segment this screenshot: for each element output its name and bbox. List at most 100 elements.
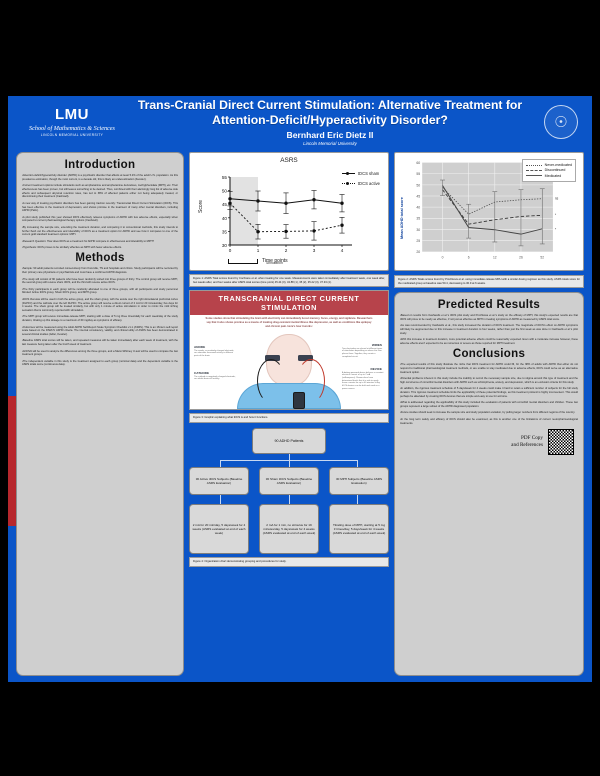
logo-school-text: School of Mathematics & Sciences — [29, 125, 115, 133]
methods-bullet: •tDCS that was still be used in both the… — [22, 297, 178, 313]
cathode-desc: The cathode is negatively charged electr… — [194, 375, 236, 381]
svg-text:12: 12 — [493, 255, 497, 259]
logo-subtitle-text: LINCOLN MEMORIAL UNIVERSITY — [40, 133, 104, 138]
flow-root-node: 90 ADHD Patients — [252, 427, 326, 454]
legend-label: Discontinued — [544, 168, 566, 173]
anode-label: ANODE — [194, 344, 206, 349]
poster-body: Introduction •Attention-deficit/hyperact… — [8, 148, 592, 682]
methods-bullet: •Outcomes will be measured using the Adu… — [22, 325, 178, 337]
tdcs-lead-text: Some studies show that stimulating the b… — [205, 317, 373, 328]
svg-text:40: 40 — [416, 206, 420, 210]
stimulation-note: Stimulation — [266, 261, 283, 265]
methods-bullet: •The MPH group will receive immediate-re… — [22, 315, 178, 323]
conclusions-heading: Conclusions — [452, 348, 526, 361]
svg-text:35: 35 — [416, 217, 420, 221]
conclusion-bullet: •The expected results of this study illu… — [400, 363, 578, 374]
red-accent-bar — [8, 396, 16, 526]
flow-node-sham-protocol: 2 mA for 1 min, no stimulus for 19 minut… — [259, 503, 319, 554]
wires-label: WIRES — [371, 342, 382, 347]
svg-text:0: 0 — [229, 248, 232, 253]
svg-text:3: 3 — [313, 248, 316, 253]
introduction-heading: Introduction — [64, 159, 136, 171]
result-bullet: •Based on results from Cashwells et al.'… — [400, 314, 578, 322]
tdcs-device-icon — [293, 391, 305, 409]
chart2-legend: Never-medicated Discontinued Medicated — [521, 159, 576, 182]
svg-text:45: 45 — [416, 194, 420, 198]
svg-text:35: 35 — [222, 229, 228, 234]
methods-bullet: •The independent variable in this study … — [22, 359, 178, 367]
qr-code-icon[interactable] — [548, 428, 574, 455]
flow-node-active-tdcs: 30 Active tDCS Subjects (Baseline ASRS E… — [189, 466, 249, 495]
poster-title: Trans-Cranial Direct Current Stimulation… — [137, 98, 523, 127]
chart1-legend: tDCS sham tDCS active — [341, 171, 380, 191]
flow-mid-row: 30 Active tDCS Subjects (Baseline ASRS E… — [189, 466, 389, 495]
svg-text:1: 1 — [257, 248, 260, 253]
flow-node-active-protocol: 2 mA for 20 min/day, 5 days/week for 4 w… — [189, 503, 249, 554]
figure3-caption: Figure 3: Graphic explaining what tDCS i… — [189, 413, 389, 423]
svg-text:50: 50 — [416, 183, 420, 187]
conclusion-bullet: •Potential problems inherent in this stu… — [400, 377, 578, 385]
qr-label-line2: and References — [511, 441, 543, 448]
tdcs-illustration: ANODE The anode, or positively-charged e… — [190, 331, 388, 409]
flow-leaf-row: 2 mA for 20 min/day, 5 days/week for 4 w… — [189, 503, 389, 554]
cathode-electrode-icon — [298, 354, 313, 361]
legend-item-sham: tDCS sham — [341, 171, 380, 176]
svg-text:40: 40 — [222, 216, 228, 221]
legend-swatch-dashed-icon — [525, 169, 542, 171]
svg-text:20: 20 — [416, 250, 420, 254]
methods-bullet: •Baseline ASRS total scores will be take… — [22, 339, 178, 347]
svg-text:6: 6 — [468, 255, 470, 259]
intro-bullet: •Hypothesis: tDCS proves to be similarly… — [22, 246, 122, 250]
qr-label: PDF Copy and References — [511, 435, 543, 448]
svg-text:55: 55 — [222, 175, 228, 180]
qr-section[interactable]: PDF Copy and References — [400, 428, 578, 457]
intro-bullet: •Research Question: How does tDCS as a t… — [22, 239, 154, 243]
chart1-xlabel: Time points — [262, 258, 288, 264]
legend-item-medicated: Medicated — [525, 174, 572, 178]
poster-canvas: LMU School of Mathematics & Sciences LIN… — [8, 96, 592, 682]
left-column: Introduction •Attention-deficit/hyperact… — [16, 152, 184, 676]
flow-node-sham-tdcs: 30 Sham tDCS Subjects (Baseline ASRS Eva… — [259, 466, 319, 495]
figure4-flowchart: 90 ADHD Patients 30 Active tDCS Subjects… — [189, 426, 389, 554]
svg-text:52: 52 — [540, 255, 544, 259]
stimulation-bracket-icon — [228, 258, 258, 264]
legend-label: tDCS active — [357, 181, 380, 186]
black-wire-icon — [257, 358, 285, 403]
intro-bullet: •By increasing the sample size, extendin… — [22, 225, 178, 237]
flow-node-mph-protocol: Titrating dose of MPH, starting at 5 mg … — [329, 503, 389, 554]
svg-text:26: 26 — [519, 255, 523, 259]
svg-text:*: * — [555, 213, 557, 217]
panel-introduction-methods: Introduction •Attention-deficit/hyperact… — [16, 152, 184, 676]
university-logo: LMU School of Mathematics & Sciences LIN… — [8, 105, 116, 138]
svg-text:0: 0 — [442, 255, 444, 259]
tdcs-band-title: TRANSCRANIAL DIRECT CURRENT STIMULATION — [190, 291, 388, 316]
device-label: DEVICE — [370, 366, 382, 371]
cathode-label: CATHODE — [194, 370, 210, 375]
neck-shape — [280, 374, 298, 385]
conclusion-bullet: •Future studies should seek to increase … — [400, 411, 576, 415]
intro-bullet: •A new way of treating psychiatric disor… — [22, 201, 178, 213]
flow-node-mph: 30 MPH Subjects (Baseline ASRS Evaluatio… — [329, 466, 389, 495]
red-wire-icon — [297, 358, 325, 403]
legend-label: tDCS sham — [357, 171, 380, 176]
svg-text:45: 45 — [222, 202, 228, 207]
chart1-xaxis-annotation: Time points Stimulation — [228, 258, 288, 265]
logo-lmu-text: LMU — [55, 105, 89, 123]
poster-author: Bernhard Eric Dietz II — [286, 129, 374, 140]
wires-desc: Two electrodes are placed at different t… — [342, 347, 383, 358]
torso-shape — [237, 382, 341, 409]
svg-text:55: 55 — [416, 172, 420, 176]
svg-text:30: 30 — [416, 228, 420, 232]
intro-bullet: •A pilot study published this year showe… — [22, 215, 178, 223]
intro-bullet: •Current treatment options include stimu… — [22, 184, 179, 199]
legend-swatch-dotted-icon — [341, 182, 355, 186]
title-block: Trans-Cranial Direct Current Stimulation… — [116, 98, 544, 146]
methods-bullet: •Sample: 90 adult patients recruited con… — [22, 267, 178, 275]
anode-electrode-icon — [265, 354, 280, 361]
legend-item-active: tDCS active — [341, 181, 380, 186]
svg-text:2: 2 — [285, 248, 288, 253]
predicted-results-heading: Predicted Results — [437, 299, 541, 312]
predicted-results-bullets: •Based on results from Cashwells et al.'… — [400, 314, 578, 346]
